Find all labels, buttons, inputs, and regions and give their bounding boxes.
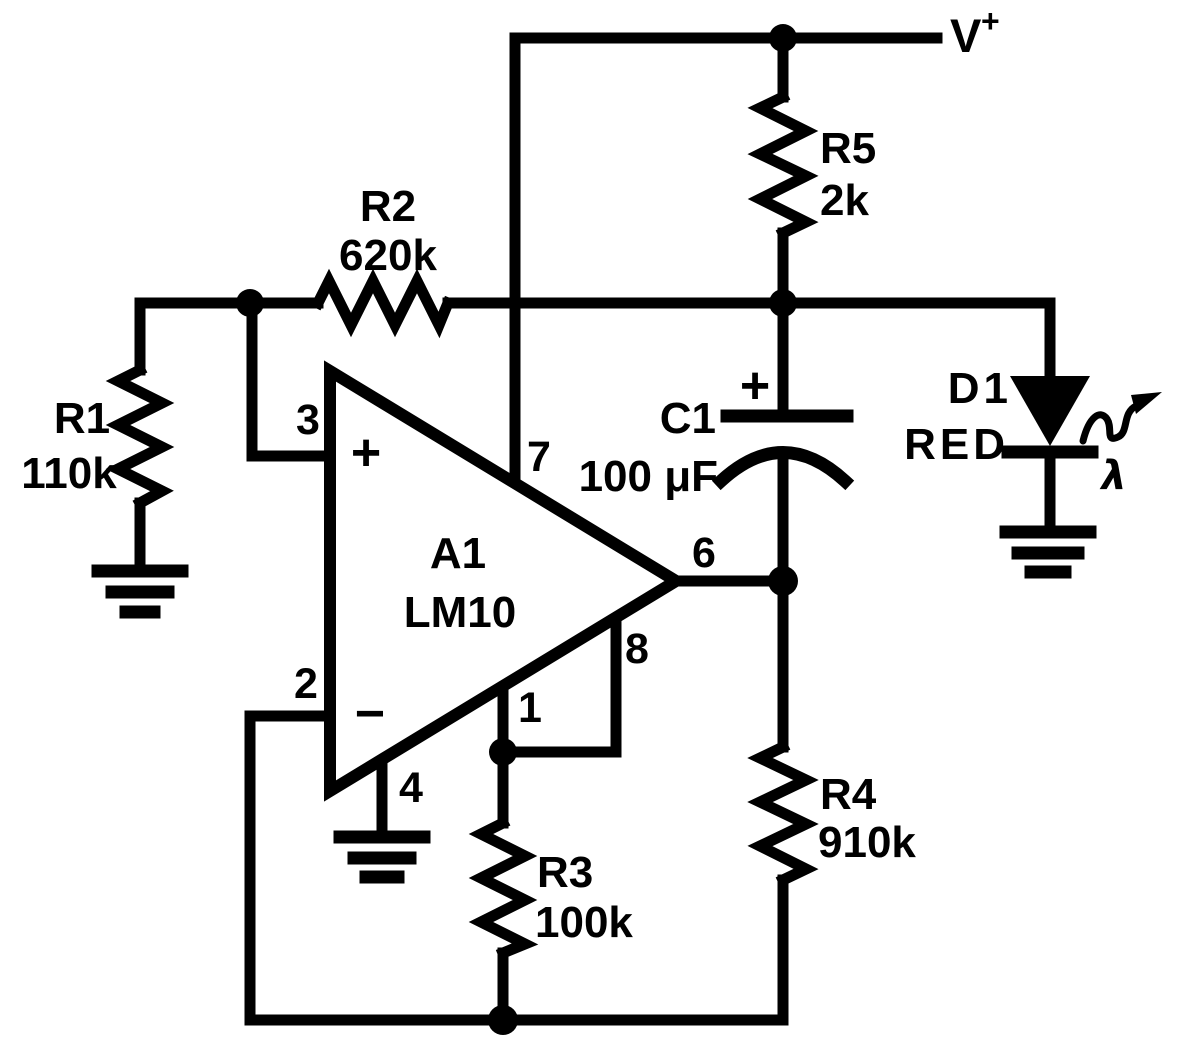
junction-dot-feedback-node [769,289,797,317]
light-emission-arrow-icon [1079,392,1162,445]
ground-icon-led [999,525,1097,579]
pin3-label: 3 [296,396,320,444]
c1-value-label: 100 μF [579,452,718,501]
resistor-r1-symbol [105,362,175,511]
resistor-r3-symbol [468,815,539,961]
r1-ref-label: R1 [54,394,110,443]
junction-dot-bottom-rail [488,1005,518,1035]
r4-ref-label: R4 [820,770,877,819]
ground-icon-r1 [91,564,189,619]
led-anode-triangle [1010,376,1090,446]
opamp-noninverting-mark: + [351,424,381,482]
opamp-triangle [324,360,688,802]
wire-pin2-loop [244,710,334,1026]
r5-ref-label: R5 [820,124,876,173]
junction-dot-input-node [236,289,264,317]
capacitor-plate-curved [711,446,855,491]
resistor-r2-symbol [310,268,456,339]
d1-ref-label: D1 [948,364,1012,413]
r3-ref-label: R3 [537,848,593,897]
opamp-part-label: LM10 [404,588,516,637]
opamp-ref-label: A1 [430,529,486,578]
r1-value-label: 110k [21,449,117,498]
d1-lambda-label: λ [1099,453,1126,499]
led-icon [1001,376,1162,459]
r3-value-label: 100k [535,898,633,947]
r4-value-label: 910k [818,818,916,867]
supply-plus-superscript: + [981,3,1000,39]
junction-dot-pin1-node [489,738,517,766]
c1-polarity-mark: + [740,357,770,415]
junction-dot-output-node [768,566,798,596]
ground-icon-pin4 [333,830,431,884]
pin8-label: 8 [625,625,649,673]
r2-ref-label: R2 [360,182,416,231]
pin7-label: 7 [527,433,551,481]
pin6-label: 6 [692,529,716,577]
resistor-r5-symbol [747,89,819,241]
c1-ref-label: C1 [660,394,716,443]
r5-value-label: 2k [820,176,869,225]
pin2-label: 2 [294,660,318,708]
junction-dot-vplus [769,24,797,52]
pin1-label: 1 [518,684,542,732]
wire-pin3-branch [246,297,334,462]
d1-color-label: RED [904,420,1009,469]
opamp-inverting-mark: − [355,685,385,743]
pin4-label: 4 [399,764,423,812]
supply-label: V [950,9,982,62]
capacitor-c1-symbol [711,409,855,491]
resistor-r4-symbol [747,739,819,888]
r2-value-label: 620k [339,231,437,280]
